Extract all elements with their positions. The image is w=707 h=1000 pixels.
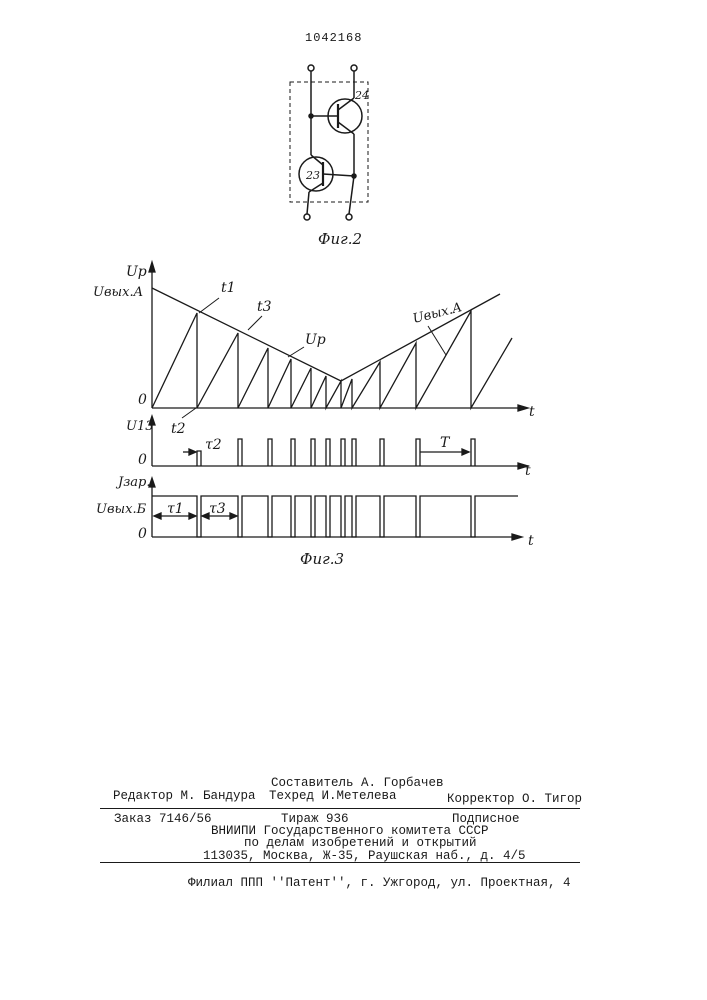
imprint-compiler: Составитель А. Горбачев xyxy=(271,776,444,790)
label-zero-2: 0 xyxy=(138,452,147,468)
fig3-leaders xyxy=(182,298,446,418)
imprint-divider-2 xyxy=(100,862,580,863)
label-t-axis-1: t xyxy=(529,404,535,420)
imprint-branch: Филиал ППП ''Патент'', г. Ужгород, ул. П… xyxy=(188,876,571,890)
terminal-top-right xyxy=(351,65,357,71)
imprint-address: 113035, Москва, Ж-35, Раушская наб., д. … xyxy=(203,849,526,863)
label-t-axis-2: t xyxy=(525,463,531,479)
label-t3: t3 xyxy=(257,299,272,315)
terminal-top-left xyxy=(308,65,314,71)
label-u13: U13 xyxy=(126,419,154,434)
terminal-bottom-right xyxy=(346,214,352,220)
fig3-caption: Фиг.3 xyxy=(300,550,344,568)
label-t2: t2 xyxy=(171,421,186,437)
label-zero-3: 0 xyxy=(138,526,147,542)
label-uvyx-a: Uвых.A xyxy=(93,285,143,300)
transistor-23-label: 23 xyxy=(305,169,320,182)
fig2-caption: Фиг.2 xyxy=(318,230,362,248)
label-up-curve: Up xyxy=(305,332,326,348)
imprint-divider-1 xyxy=(100,808,580,809)
fig3-uvyx-b-wave xyxy=(152,496,518,537)
imprint-corrector: Корректор О. Тигор xyxy=(447,792,582,806)
label-uvyx-a-right: Uвых.A xyxy=(411,300,463,327)
transistor-24-label: 24 xyxy=(354,89,369,102)
imprint-org2: по делам изобретений и открытий xyxy=(244,836,477,850)
label-tau2: τ2 xyxy=(205,437,222,453)
label-up-axis: Up xyxy=(126,264,147,280)
up-reference-line xyxy=(152,288,500,381)
label-tau3: τ3 xyxy=(209,501,226,517)
uvyx-a-sawtooth xyxy=(152,311,512,408)
terminal-bottom-left xyxy=(304,214,310,220)
label-period-t: T xyxy=(440,435,451,451)
label-uvyx-b: Uвых.Б xyxy=(96,502,147,517)
imprint-techred: Техред И.Метелева xyxy=(269,789,397,803)
label-tau1: τ1 xyxy=(167,501,184,517)
label-t-axis-3: t xyxy=(528,533,534,549)
imprint-order: Заказ 7146/56 xyxy=(114,812,212,826)
label-zero-1: 0 xyxy=(138,392,147,408)
label-t1: t1 xyxy=(221,280,236,296)
imprint-editor: Редактор М. Бандура xyxy=(113,789,256,803)
label-jzar: Jзар. xyxy=(115,475,151,490)
fig3-u13-pulses xyxy=(183,439,475,466)
